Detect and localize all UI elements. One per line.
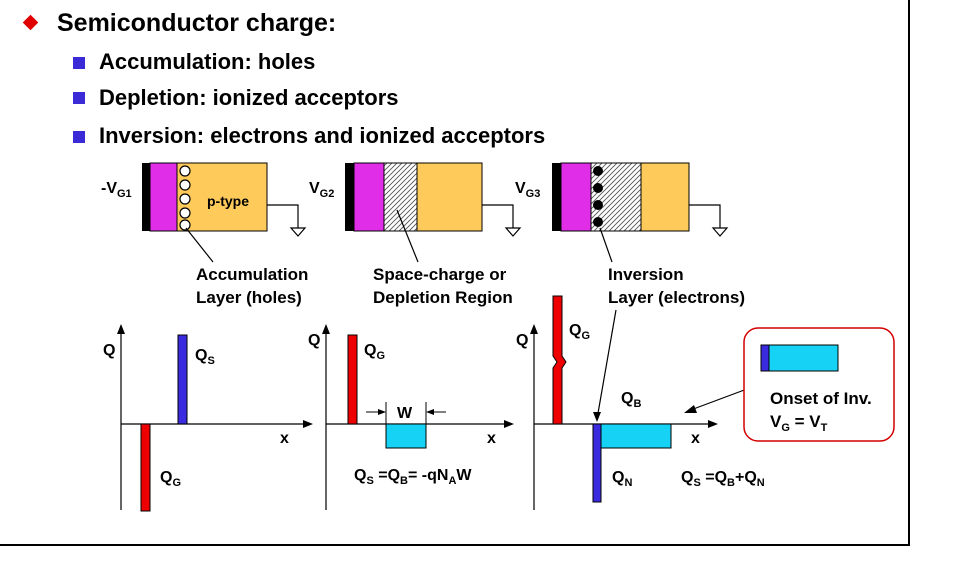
square-bullet-icon bbox=[73, 92, 85, 104]
ground-wire bbox=[267, 204, 299, 228]
inversion-charge-bar bbox=[592, 423, 602, 503]
ground-icon bbox=[504, 227, 522, 237]
inversion-leader-plot bbox=[596, 309, 617, 420]
gate-voltage-label: -VG1 bbox=[101, 180, 132, 200]
electron-icon bbox=[593, 217, 603, 227]
bullet-inversion: Inversion: electrons and ionized accepto… bbox=[99, 123, 546, 148]
inversion-label: Inversion bbox=[608, 265, 684, 284]
charge-plot-inversion: Q x QG QB QN QS =QB+QN bbox=[516, 295, 765, 510]
width-label: W bbox=[397, 405, 413, 422]
qg-label: QG bbox=[160, 469, 181, 489]
depletion-label: Depletion Region bbox=[373, 288, 513, 307]
accumulation-leader bbox=[185, 227, 214, 263]
gate-oxide bbox=[149, 162, 178, 232]
arrow-up-icon bbox=[530, 324, 538, 334]
callout-bulk-charge bbox=[768, 344, 839, 372]
gate-electrode bbox=[345, 163, 354, 231]
hole-icon bbox=[179, 179, 191, 191]
gate-electrode bbox=[142, 163, 150, 231]
arrow-up-icon bbox=[117, 324, 125, 334]
gate-electrode bbox=[552, 163, 561, 231]
onset-callout: Onset of Inv. VG = VT bbox=[684, 327, 895, 442]
substrate bbox=[416, 162, 483, 232]
hole-icon bbox=[179, 207, 191, 219]
charge-balance-equation: QS =QB= -qNAW bbox=[354, 467, 472, 487]
p-type-substrate bbox=[176, 162, 268, 232]
electron-icon bbox=[593, 200, 603, 210]
arrow-right-icon bbox=[303, 420, 313, 428]
charge-plot-accumulation: Q x QS QG bbox=[103, 324, 313, 512]
gate-charge-bar bbox=[140, 423, 151, 512]
slide-frame bbox=[0, 0, 910, 546]
x-axis-label: x bbox=[280, 430, 289, 447]
charge-balance-equation: QS =QB+QN bbox=[681, 469, 765, 489]
y-axis-label: Q bbox=[103, 342, 115, 359]
x-axis-label: x bbox=[487, 430, 496, 447]
qg-label: QG bbox=[364, 342, 385, 362]
ground-icon bbox=[289, 227, 307, 237]
mos-device-accumulation: p-type -VG1 bbox=[101, 162, 307, 237]
semiconductor-charge-bar bbox=[177, 334, 188, 425]
y-axis-label: Q bbox=[308, 332, 320, 349]
arrow-right-icon bbox=[378, 409, 386, 415]
x-axis-label: x bbox=[691, 430, 700, 447]
depletion-region bbox=[383, 162, 418, 232]
page-title: Semiconductor charge: bbox=[57, 9, 337, 37]
qg-label: QG bbox=[569, 322, 590, 342]
gate-oxide bbox=[560, 162, 592, 232]
y-axis-label: Q bbox=[516, 332, 528, 349]
charge-plot-depletion: W Q x QG QS =QB= -qNAW bbox=[308, 324, 514, 510]
arrow-left-icon bbox=[426, 409, 434, 415]
accumulation-label: Layer (holes) bbox=[196, 288, 302, 307]
hole-icon bbox=[179, 219, 191, 231]
ground-wire bbox=[482, 204, 514, 228]
qs-label: QS bbox=[195, 347, 215, 367]
gate-charge-bar bbox=[347, 334, 358, 425]
ground-wire bbox=[689, 204, 721, 228]
mos-device-depletion: VG2 bbox=[309, 162, 522, 237]
arrow-up-icon bbox=[322, 324, 330, 334]
gate-voltage-label: VG3 bbox=[515, 180, 540, 200]
electron-icon bbox=[593, 166, 603, 176]
arrow-right-icon bbox=[708, 420, 718, 428]
ground-icon bbox=[711, 227, 729, 237]
hole-icon bbox=[179, 165, 191, 177]
inversion-leader bbox=[599, 227, 613, 263]
square-bullet-icon bbox=[73, 57, 85, 69]
onset-title: Onset of Inv. bbox=[770, 389, 872, 408]
arrow-left-icon bbox=[684, 405, 697, 413]
qb-label: QB bbox=[621, 390, 641, 410]
gate-voltage-label: VG2 bbox=[309, 180, 334, 200]
gate-oxide bbox=[353, 162, 385, 232]
mos-device-inversion: VG3 bbox=[515, 162, 729, 237]
bullet-accumulation: Accumulation: holes bbox=[99, 49, 316, 74]
p-type-label: p-type bbox=[207, 193, 249, 209]
square-bullet-icon bbox=[73, 131, 85, 143]
qn-label: QN bbox=[612, 469, 632, 489]
callout-inv-charge bbox=[760, 344, 770, 372]
bulk-charge-box bbox=[600, 423, 672, 449]
arrow-right-icon bbox=[504, 420, 514, 428]
substrate bbox=[640, 162, 690, 232]
gate-charge-bar-broken bbox=[552, 295, 567, 425]
bullet-depletion: Depletion: ionized acceptors bbox=[99, 85, 399, 110]
electron-icon bbox=[593, 183, 603, 193]
accumulation-label: Accumulation bbox=[196, 265, 308, 284]
inversion-label: Layer (electrons) bbox=[608, 288, 745, 307]
arrow-down-icon bbox=[593, 412, 601, 422]
depletion-leader bbox=[396, 209, 419, 263]
threshold-equation: VG = VT bbox=[770, 412, 828, 434]
depletion-label: Space-charge or bbox=[373, 265, 507, 284]
depletion-charge-box bbox=[385, 423, 427, 449]
hole-icon bbox=[179, 193, 191, 205]
